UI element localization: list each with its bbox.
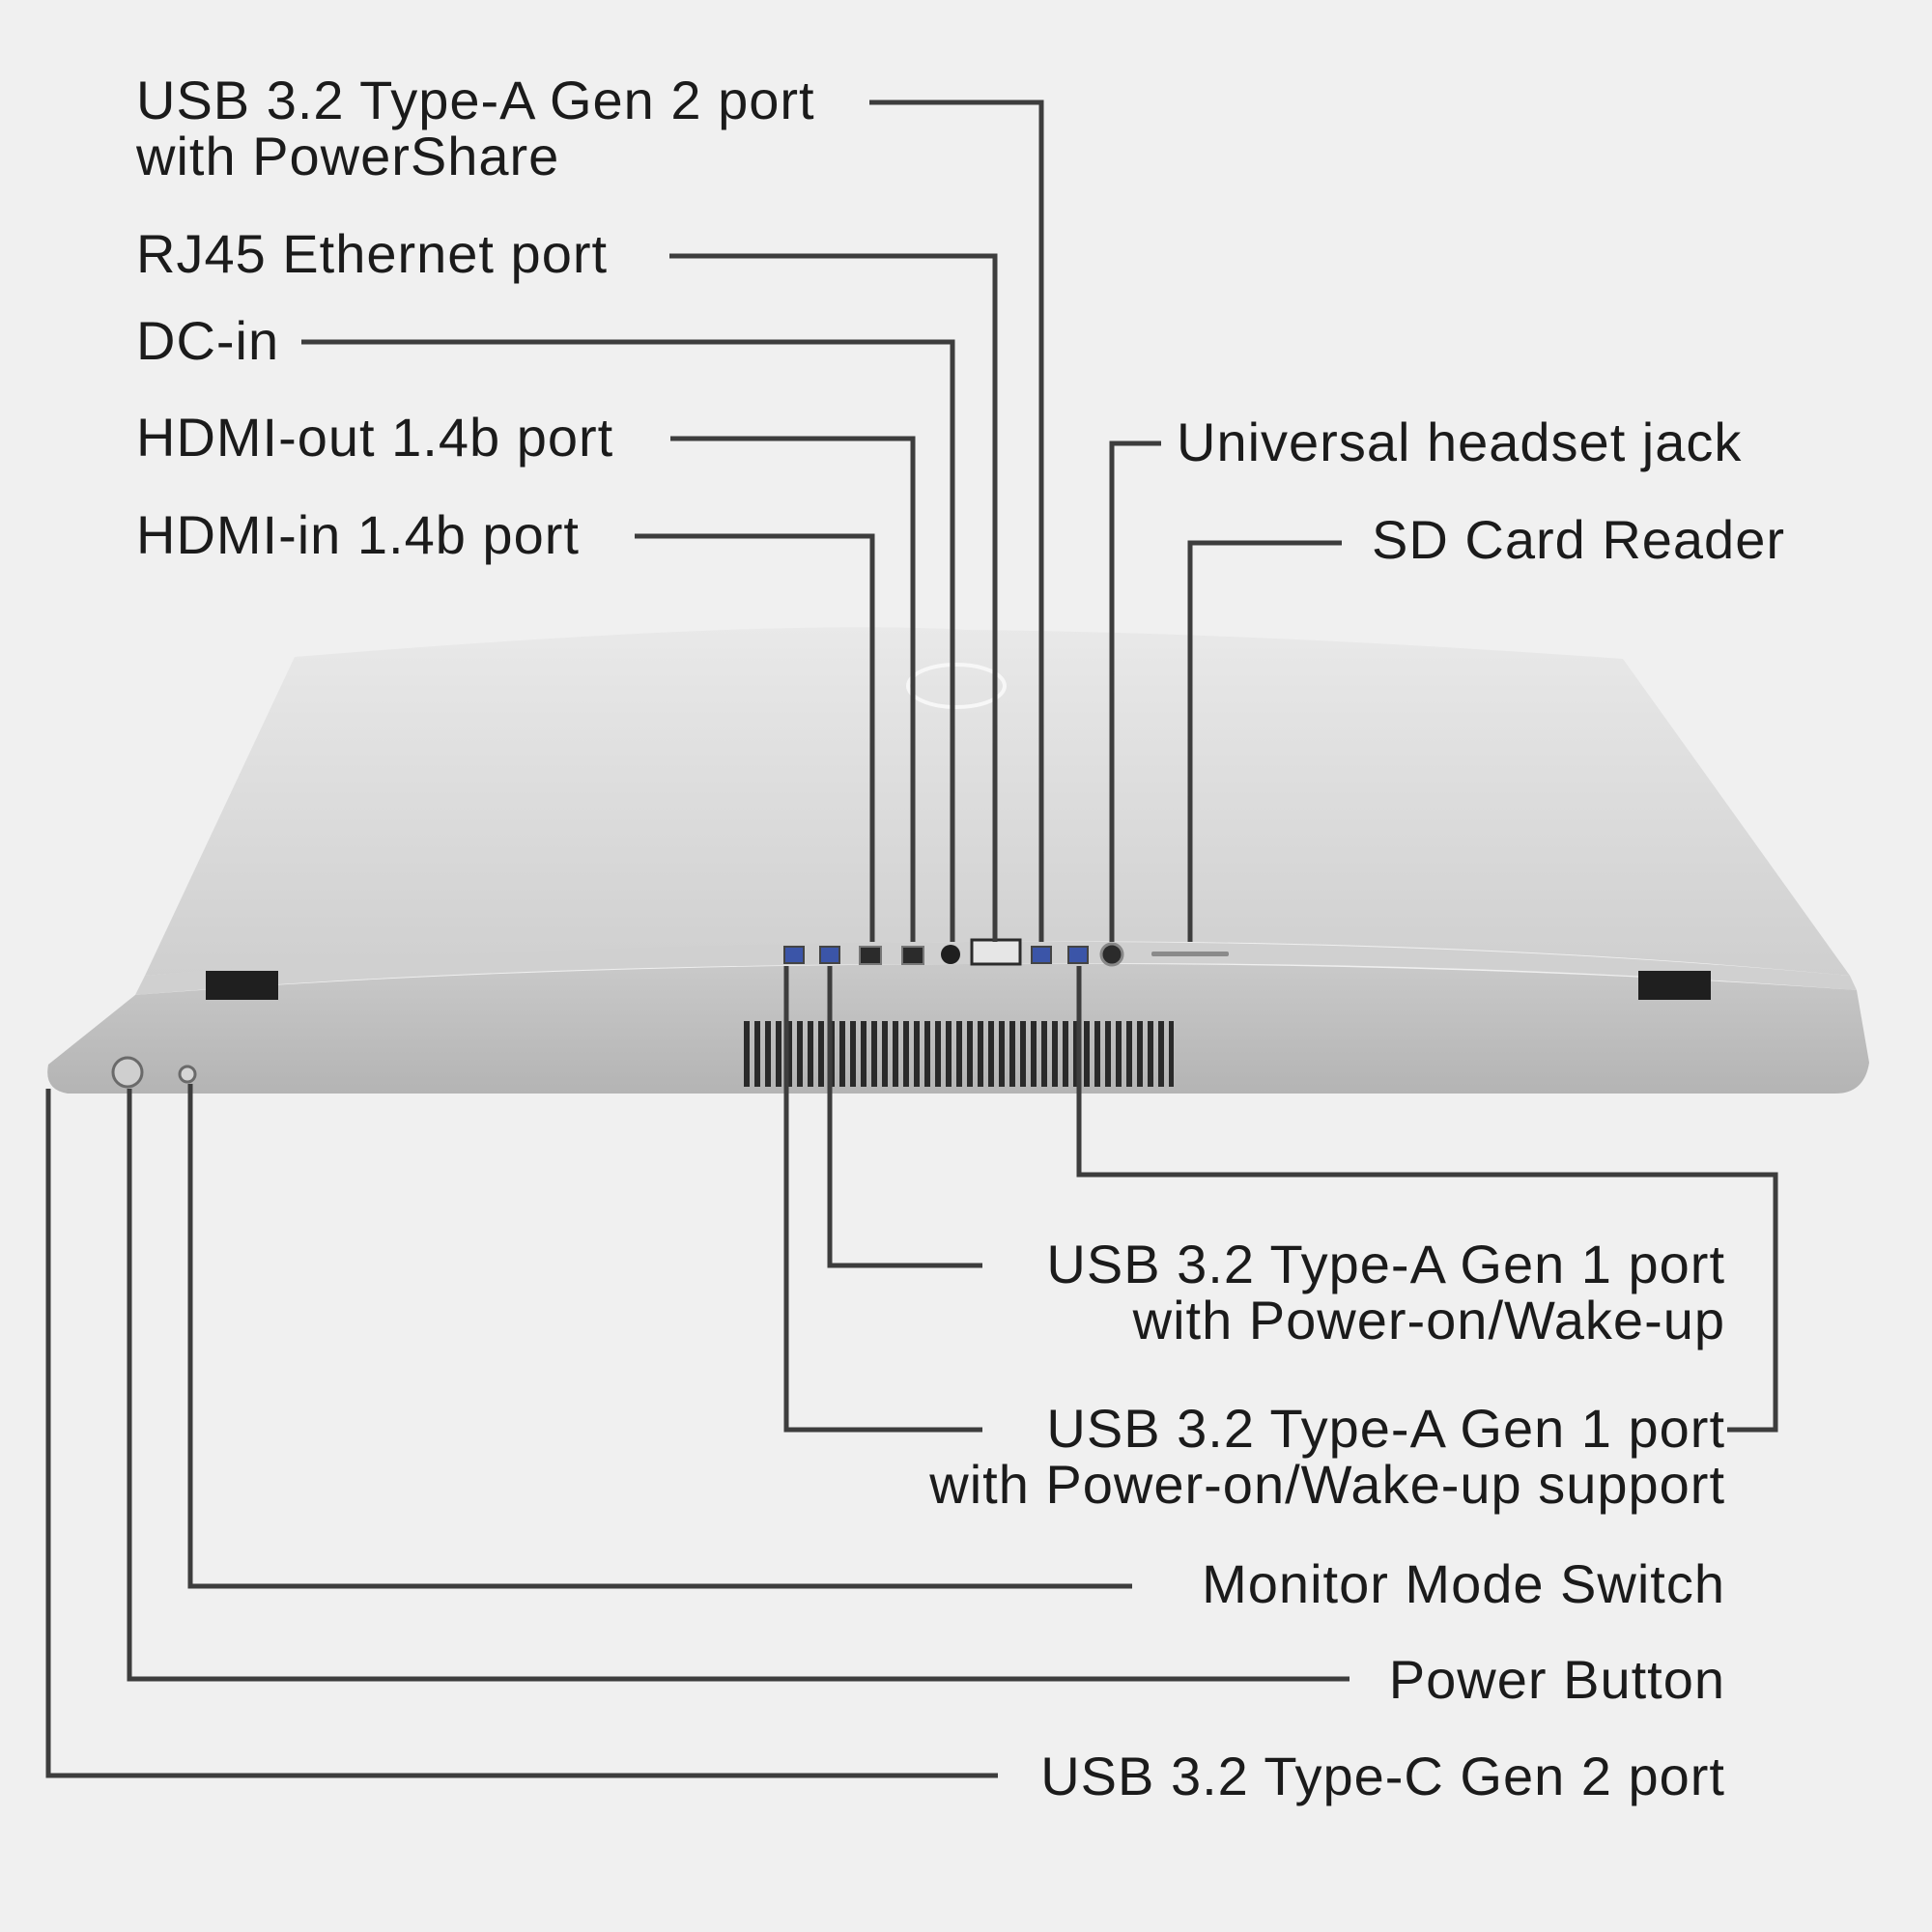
label-usb-a-gen1-wake: USB 3.2 Type-A Gen 1 port with Power-on/…	[1046, 1234, 1725, 1350]
label-hdmi-in: HDMI-in 1.4b port	[136, 504, 580, 565]
label-hdmi-out: HDMI-out 1.4b port	[136, 407, 614, 468]
leader-monitor-mode	[187, 1084, 1132, 1589]
monitor-mode-switch[interactable]	[178, 1065, 197, 1084]
usb-a-gen2-port	[1031, 946, 1052, 964]
label-monitor-mode-switch: Monitor Mode Switch	[1202, 1553, 1725, 1614]
left-foot-slot	[206, 971, 278, 1000]
leader-dc-in	[301, 339, 955, 942]
label-headset-jack: Universal headset jack	[1177, 412, 1743, 472]
usb-a-gen1-port-left	[783, 946, 805, 964]
label-rj45-ethernet: RJ45 Ethernet port	[136, 223, 609, 284]
right-foot-slot	[1638, 971, 1711, 1000]
leader-usb-c	[45, 1089, 998, 1778]
headset-jack	[1099, 942, 1124, 967]
hdmi-out-port	[901, 946, 924, 965]
hdmi-in-port	[859, 946, 882, 965]
sd-card-slot	[1151, 952, 1229, 956]
label-usb-a-gen1-wake-support: USB 3.2 Type-A Gen 1 port with Power-on/…	[929, 1398, 1725, 1515]
label-usb-c-gen2: USB 3.2 Type-C Gen 2 port	[1040, 1746, 1725, 1806]
label-usb-a-gen2-powershare: USB 3.2 Type-A Gen 2 port with PowerShar…	[136, 70, 815, 186]
usb-a-gen1-port-wake	[1067, 946, 1089, 964]
label-sd-card-reader: SD Card Reader	[1372, 509, 1785, 570]
label-dc-in: DC-in	[136, 310, 280, 371]
power-button[interactable]	[111, 1056, 144, 1089]
dell-logo-icon	[906, 663, 1007, 709]
leader-hdmi-in	[635, 533, 875, 942]
usb-a-gen1-port-right	[819, 946, 840, 964]
label-power-button: Power Button	[1388, 1649, 1725, 1710]
leader-hdmi-out	[670, 436, 916, 942]
leader-usb-a-gen1-left	[783, 966, 982, 1433]
dc-in-port	[941, 945, 960, 964]
leader-usb-a-gen1-right	[1076, 966, 1778, 1433]
leader-usb-a-gen2	[869, 99, 1044, 942]
rear-port-band	[135, 941, 1857, 995]
rj45-ethernet-port	[970, 938, 1022, 966]
leader-headset	[1109, 440, 1161, 942]
leader-sd-card	[1187, 540, 1342, 942]
leader-rj45	[669, 253, 998, 942]
speaker-vent-grille	[744, 1021, 1174, 1087]
leader-usb-a-gen1-wake	[827, 966, 982, 1268]
leader-power-button	[127, 1089, 1350, 1682]
